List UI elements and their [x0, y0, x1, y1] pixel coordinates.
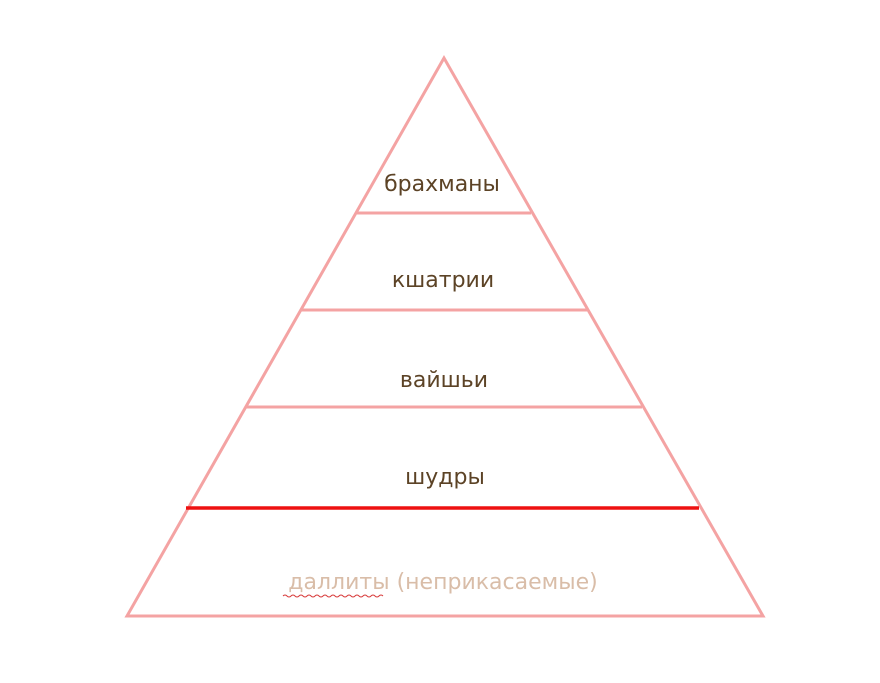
pyramid-outline: [124, 54, 766, 618]
tier-label-vaishyas: вайшьи: [400, 368, 488, 393]
tier-label-kshatriyas: кшатрии: [392, 268, 494, 293]
tier-label-shudras: шудры: [405, 465, 485, 490]
tier-label-dalits-main: даллиты: [288, 570, 389, 595]
tier-label-dalits-suffix: (неприкасаемые): [390, 570, 598, 595]
tier-label-dalits: даллиты (неприкасаемые): [288, 570, 597, 595]
tier-label-brahmins: брахманы: [384, 172, 500, 197]
spellcheck-underline: [282, 594, 384, 598]
